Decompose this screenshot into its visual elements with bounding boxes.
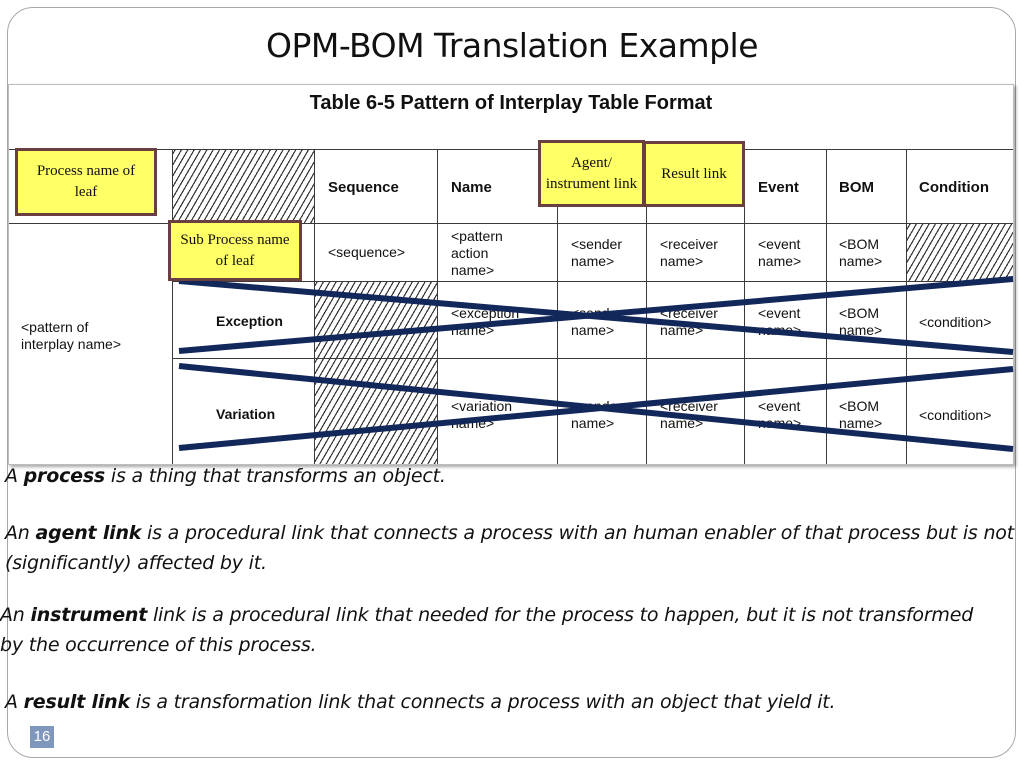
grid-line	[172, 358, 1013, 359]
strike-line	[178, 276, 1014, 354]
var-bom: <BOM name>	[839, 398, 883, 431]
grid-line	[314, 149, 315, 464]
header-condition: Condition	[919, 179, 989, 196]
grid-line	[9, 149, 1013, 150]
page-number-badge: 16	[30, 726, 54, 748]
exc-condition: <condition>	[919, 314, 992, 330]
note-agent-instrument-link: Agent/ instrument link	[538, 140, 645, 207]
seq-name: <pattern action name>	[451, 228, 503, 278]
note-result-link: Result link	[643, 141, 745, 207]
table-caption: Table 6-5 Pattern of Interplay Table For…	[309, 92, 713, 114]
variation-label: Variation	[216, 406, 276, 422]
grid-line	[826, 149, 827, 464]
note-sub-process-name-of-leaf: Sub Process name of leaf	[168, 220, 302, 281]
definition-result-link: A result link is a transformation link t…	[5, 691, 836, 713]
note-process-name-of-leaf: Process name of leaf	[15, 148, 157, 216]
exc-bom: <BOM name>	[839, 305, 883, 338]
grid-line	[557, 149, 558, 464]
exception-label: Exception	[216, 313, 283, 329]
header-event: Event	[758, 179, 799, 196]
grid-line	[9, 223, 1013, 224]
definition-process: A process is a thing that transforms an …	[5, 465, 446, 487]
grid-line	[906, 149, 907, 464]
slide-title: OPM-BOM Translation Example	[265, 26, 759, 65]
header-name: Name	[451, 179, 492, 196]
header-sequence: Sequence	[328, 179, 399, 196]
grid-line	[172, 281, 1013, 282]
definition-agent-link: An agent link is a procedural link that …	[5, 522, 1014, 574]
grid-line	[172, 149, 173, 464]
seq-event: <event name>	[758, 236, 802, 269]
var-condition: <condition>	[919, 407, 992, 423]
hatched-cell-condition	[907, 224, 1013, 282]
seq-sender: <sender name>	[571, 236, 622, 269]
definition-instrument: An instrument link is a procedural link …	[0, 604, 974, 656]
grid-line	[437, 149, 438, 464]
row-label-pattern-of-interplay: <pattern of interplay name>	[21, 319, 122, 352]
strike-line	[178, 366, 1014, 451]
grid-line	[646, 149, 647, 464]
grid-line	[744, 149, 745, 464]
seq-receiver: <receiver name>	[660, 236, 718, 269]
hatched-cell-header	[172, 150, 314, 224]
header-bom: BOM	[839, 179, 874, 196]
seq-bom: <BOM name>	[839, 236, 883, 269]
seq-sequence: <sequence>	[328, 244, 406, 260]
hatched-cell-variation-seq	[314, 359, 437, 464]
